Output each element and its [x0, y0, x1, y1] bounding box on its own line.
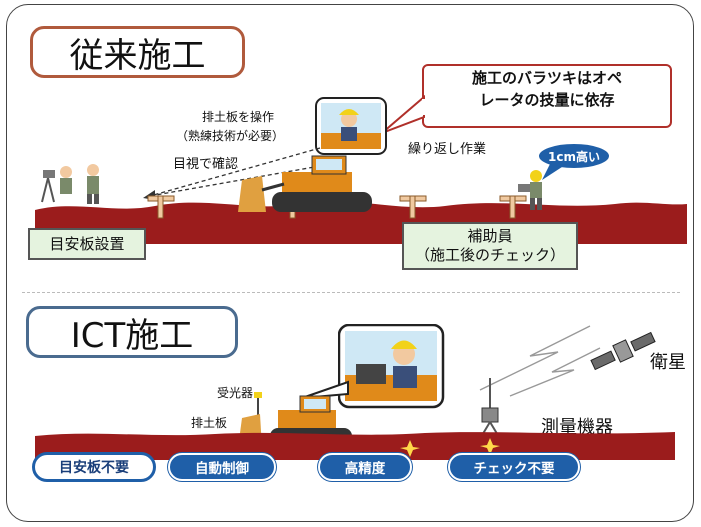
callout-line-1: 施工のバラツキはオペ — [471, 69, 622, 87]
operator-skill-callout: 施工のバラツキはオペ レータの技量に依存 — [422, 64, 672, 128]
section-divider — [22, 292, 680, 293]
surveyor-icon — [41, 164, 99, 204]
operate-blade-text-1: 排土板を操作 — [202, 110, 275, 124]
ict-title: ICT施工 — [26, 306, 238, 358]
satellite-icon — [590, 331, 656, 371]
operator-cab-icon — [315, 97, 387, 155]
auto-control-badge: 自動制御 — [168, 453, 276, 481]
assistant-label-1: 補助員 — [467, 227, 513, 246]
conventional-title: 従来施工 — [30, 26, 245, 78]
no-stakes-badge: 目安板不要 — [32, 452, 156, 482]
callout-tail — [381, 95, 426, 134]
repeat-work-text: 繰り返し作業 — [408, 142, 487, 157]
no-check-badge: チェック不要 — [448, 453, 580, 481]
bulldozer-icon — [238, 155, 372, 212]
speech-text: 1cm高い — [548, 150, 600, 164]
satellite-text: 衛星 — [650, 352, 686, 373]
ict-operator-cab-icon — [338, 324, 445, 409]
callout-line-2: レータの技量に依存 — [479, 90, 615, 109]
blade-text: 排土板 — [191, 416, 228, 430]
operate-blade-text-2: （熟練技術が必要） — [176, 129, 285, 143]
assistant-label: 補助員 （施工後のチェック） — [402, 222, 578, 270]
assistant-label-2: （施工後のチェック） — [414, 246, 565, 264]
assistant-icon — [518, 170, 542, 210]
speech-bubble — [537, 142, 611, 180]
receiver-text: 受光器 — [217, 386, 254, 400]
visual-check-text: 目視で確認 — [173, 157, 239, 172]
stake-setup-label: 目安板設置 — [28, 228, 146, 260]
survey-equipment-text: 測量機器 — [541, 417, 613, 438]
high-precision-badge: 高精度 — [318, 453, 412, 481]
signal-lines — [479, 325, 601, 397]
